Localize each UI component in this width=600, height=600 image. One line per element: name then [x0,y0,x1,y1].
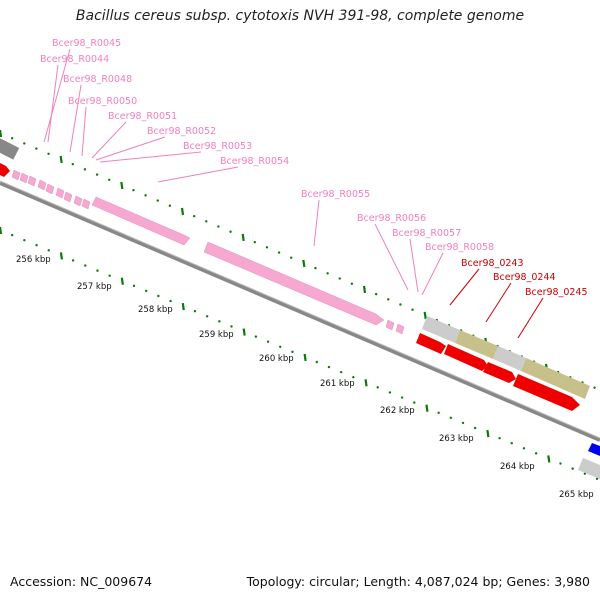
gene-label[interactable]: Bcer98_R0057 [392,228,461,239]
cds-feature-0243[interactable] [416,333,446,354]
gene-label[interactable]: Bcer98_R0056 [357,213,426,224]
leader-line [157,166,239,183]
gene-label[interactable]: Bcer98_R0050 [68,96,137,107]
leader-line [421,252,444,296]
leader-line [99,151,202,163]
gene-label[interactable]: Bcer98_R0048 [63,74,132,85]
leader-line [313,199,320,247]
gene-label[interactable]: Bcer98_R0044 [40,54,109,65]
cds-feature-0244[interactable] [444,344,488,371]
scale-label: 260 kbp [259,354,294,364]
accession-text: Accession: NC_009674 [10,574,153,589]
blue-feature[interactable] [588,443,600,456]
genome-summary: Topology: circular; Length: 4,087,024 bp… [246,574,590,589]
scale-label: 265 kbp [559,490,594,500]
gene-label[interactable]: Bcer98_R0055 [301,189,370,200]
scale-label: 263 kbp [439,434,474,444]
cds-feature-0245b[interactable] [513,374,580,411]
genome-backbone [0,181,600,442]
cds-feature-0245a[interactable] [483,362,516,383]
gene-label[interactable]: Bcer98_R0054 [220,156,289,167]
grey-region-feature[interactable] [0,135,20,160]
leader-line [517,297,544,339]
rrna-feature-2[interactable] [203,241,385,326]
leader-line [43,48,71,143]
leader-line [374,223,409,291]
leader-line [91,121,127,159]
gene-label[interactable]: Bcer98_0243 [461,258,524,269]
scale-label: 256 kbp [16,255,51,265]
gene-label[interactable]: Bcer98_R0058 [425,242,494,253]
gene-label[interactable]: Bcer98_0244 [493,272,556,283]
gene-label[interactable]: Bcer98_R0051 [108,111,177,122]
leader-line [47,64,59,143]
leader-line [69,84,82,153]
rrna-small-arrows [11,169,405,335]
gene-label[interactable]: Bcer98_R0045 [52,38,121,49]
leader-line [409,238,419,293]
scale-label: 262 kbp [380,406,415,416]
scale-label: 257 kbp [77,282,112,292]
page-title: Bacillus cereus subsp. cytotoxis NVH 391… [75,8,525,24]
leader-line [449,268,480,306]
lower-tick-track [0,226,599,480]
leader-line [81,106,87,157]
leader-line [485,282,512,323]
gene-label[interactable]: Bcer98_R0052 [147,126,216,137]
scale-label: 259 kbp [199,330,234,340]
rrna-feature-1[interactable] [91,196,191,246]
scale-label: 264 kbp [500,462,535,472]
scale-label: 258 kbp [138,305,173,315]
scale-label: 261 kbp [320,379,355,389]
leader-line [95,136,166,161]
gene-label[interactable]: Bcer98_0245 [525,287,588,298]
gene-label[interactable]: Bcer98_R0053 [183,141,252,152]
region-block [422,316,600,479]
cds-feature[interactable] [0,163,10,177]
